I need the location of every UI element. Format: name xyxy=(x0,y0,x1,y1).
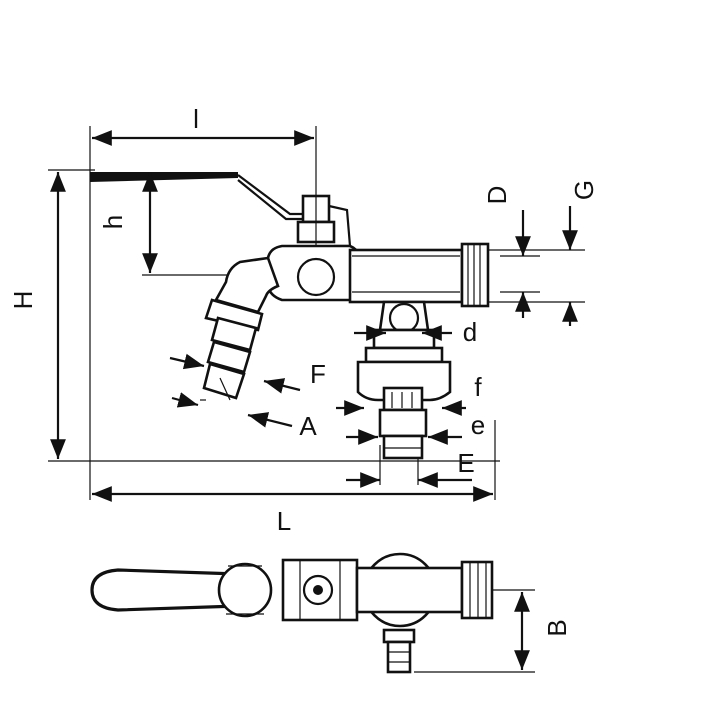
label-L: L xyxy=(277,506,291,536)
dimension-D: D xyxy=(482,186,531,318)
dimension-E: E xyxy=(346,448,475,488)
dimension-H: H xyxy=(8,172,66,459)
valve-body xyxy=(266,242,490,308)
dimension-f: f xyxy=(336,372,482,416)
left-outlet-spout xyxy=(200,256,280,401)
dimension-L: L xyxy=(92,486,493,536)
dimension-G: G xyxy=(562,180,599,326)
dimension-d: d xyxy=(354,317,477,347)
label-G: G xyxy=(569,180,599,200)
label-h: h xyxy=(98,215,128,229)
label-l: l xyxy=(193,104,199,134)
dimension-F: F xyxy=(169,353,326,394)
label-E: E xyxy=(457,448,474,478)
dimension-A: A xyxy=(171,392,317,441)
dimension-e: e xyxy=(346,410,485,445)
lever-handle xyxy=(90,172,305,221)
label-F: F xyxy=(310,359,326,389)
top-view: B xyxy=(90,552,572,674)
extension-lines xyxy=(48,126,585,500)
label-H: H xyxy=(8,291,38,310)
label-f: f xyxy=(474,372,482,402)
bottom-outlet-branch xyxy=(356,300,452,460)
label-A: A xyxy=(299,411,317,441)
label-d: d xyxy=(463,317,477,347)
dimension-l: l xyxy=(92,104,314,146)
label-B: B xyxy=(542,619,572,636)
label-D: D xyxy=(482,186,512,205)
dimension-h: h xyxy=(98,172,158,273)
valve-stem xyxy=(296,194,352,250)
dimension-B: B xyxy=(514,592,572,670)
front-view: l h H D G d xyxy=(8,104,599,536)
label-e: e xyxy=(471,410,485,440)
